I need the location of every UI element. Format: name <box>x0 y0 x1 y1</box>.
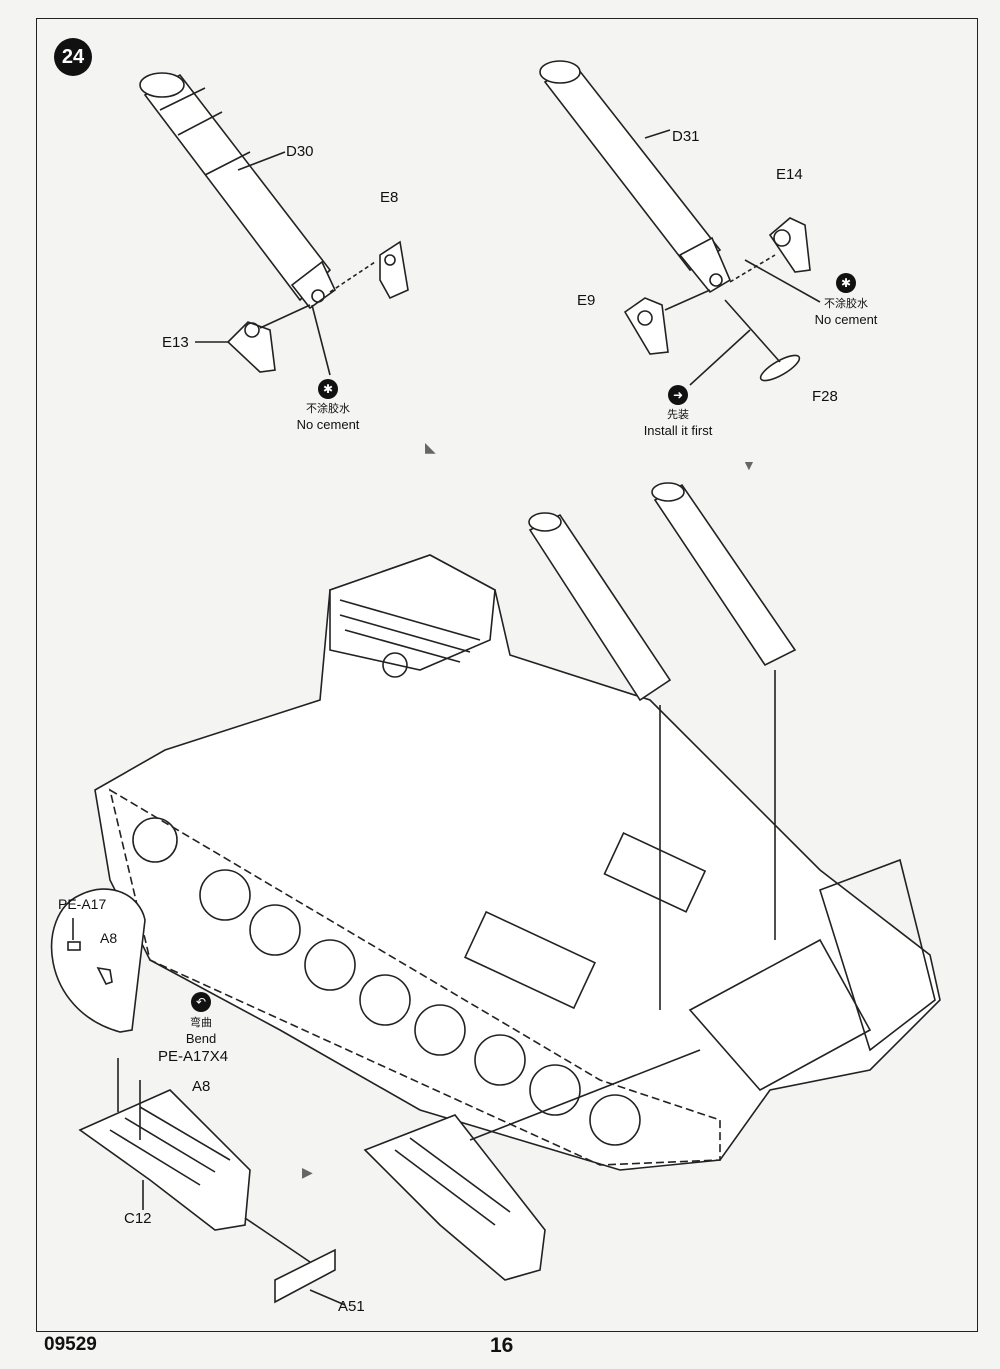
product-code: 09529 <box>44 1334 97 1355</box>
note-install-first: 先装 Install it first <box>630 408 726 438</box>
fender-right-drawing <box>363 1049 701 1281</box>
no-cement-icon: ✱ <box>318 379 338 399</box>
bend-icon: ↶ <box>191 992 211 1012</box>
fender-c12-drawing <box>78 1058 346 1306</box>
step-number: 24 <box>54 38 92 76</box>
note-no-cement-right-cn: 不涂胶水 <box>824 298 868 310</box>
no-cement-icon: ✱ <box>836 273 856 293</box>
note-no-cement-left: 不涂胶水 No cement <box>288 402 368 432</box>
tube-d30-drawing <box>139 72 337 310</box>
svg-text:◣: ◣ <box>425 439 436 455</box>
note-no-cement-right-en: No cement <box>814 312 878 327</box>
note-install-first-en: Install it first <box>643 423 713 438</box>
page-number: 16 <box>490 1334 514 1357</box>
label-e14: E14 <box>776 166 803 183</box>
label-a51: A51 <box>338 1298 365 1315</box>
mounted-tube-right <box>653 483 797 667</box>
label-f28: F28 <box>812 388 838 405</box>
label-a8-inset: A8 <box>100 930 118 946</box>
note-bend-cn: 弯曲 <box>190 1017 212 1029</box>
note-install-first-cn: 先装 <box>667 409 689 421</box>
note-no-cement-left-cn: 不涂胶水 <box>306 403 350 415</box>
part-e13-drawing <box>226 321 276 373</box>
note-bend-en: Bend <box>185 1031 217 1046</box>
page-frame <box>36 18 978 1332</box>
label-e13: E13 <box>162 334 189 351</box>
label-d30: D30 <box>286 143 314 160</box>
inset-detail-bubble <box>50 888 146 1033</box>
label-d31: D31 <box>672 128 700 145</box>
label-pe-a17x4: PE-A17X4 <box>158 1048 229 1065</box>
label-e9: E9 <box>577 292 596 309</box>
label-c12: C12 <box>124 1210 152 1227</box>
label-a8: A8 <box>192 1078 211 1095</box>
install-first-icon: ➜ <box>668 385 688 405</box>
svg-text:▼: ▼ <box>742 457 756 473</box>
part-e14-drawing <box>768 217 811 273</box>
note-no-cement-left-en: No cement <box>296 417 360 432</box>
part-f28-drawing <box>759 354 801 382</box>
label-e8: E8 <box>380 189 399 206</box>
tube-d31-drawing <box>539 60 732 294</box>
part-e9-drawing <box>623 297 669 355</box>
part-e8-drawing <box>379 240 409 300</box>
part-a51-drawing <box>274 1248 336 1304</box>
note-no-cement-right: 不涂胶水 No cement <box>806 297 886 327</box>
note-bend: 弯曲 Bend <box>172 1016 230 1046</box>
svg-text:▶: ▶ <box>302 1164 313 1180</box>
label-pe-a17: PE-A17 <box>58 896 107 912</box>
tank-hull-drawing <box>94 554 941 1171</box>
